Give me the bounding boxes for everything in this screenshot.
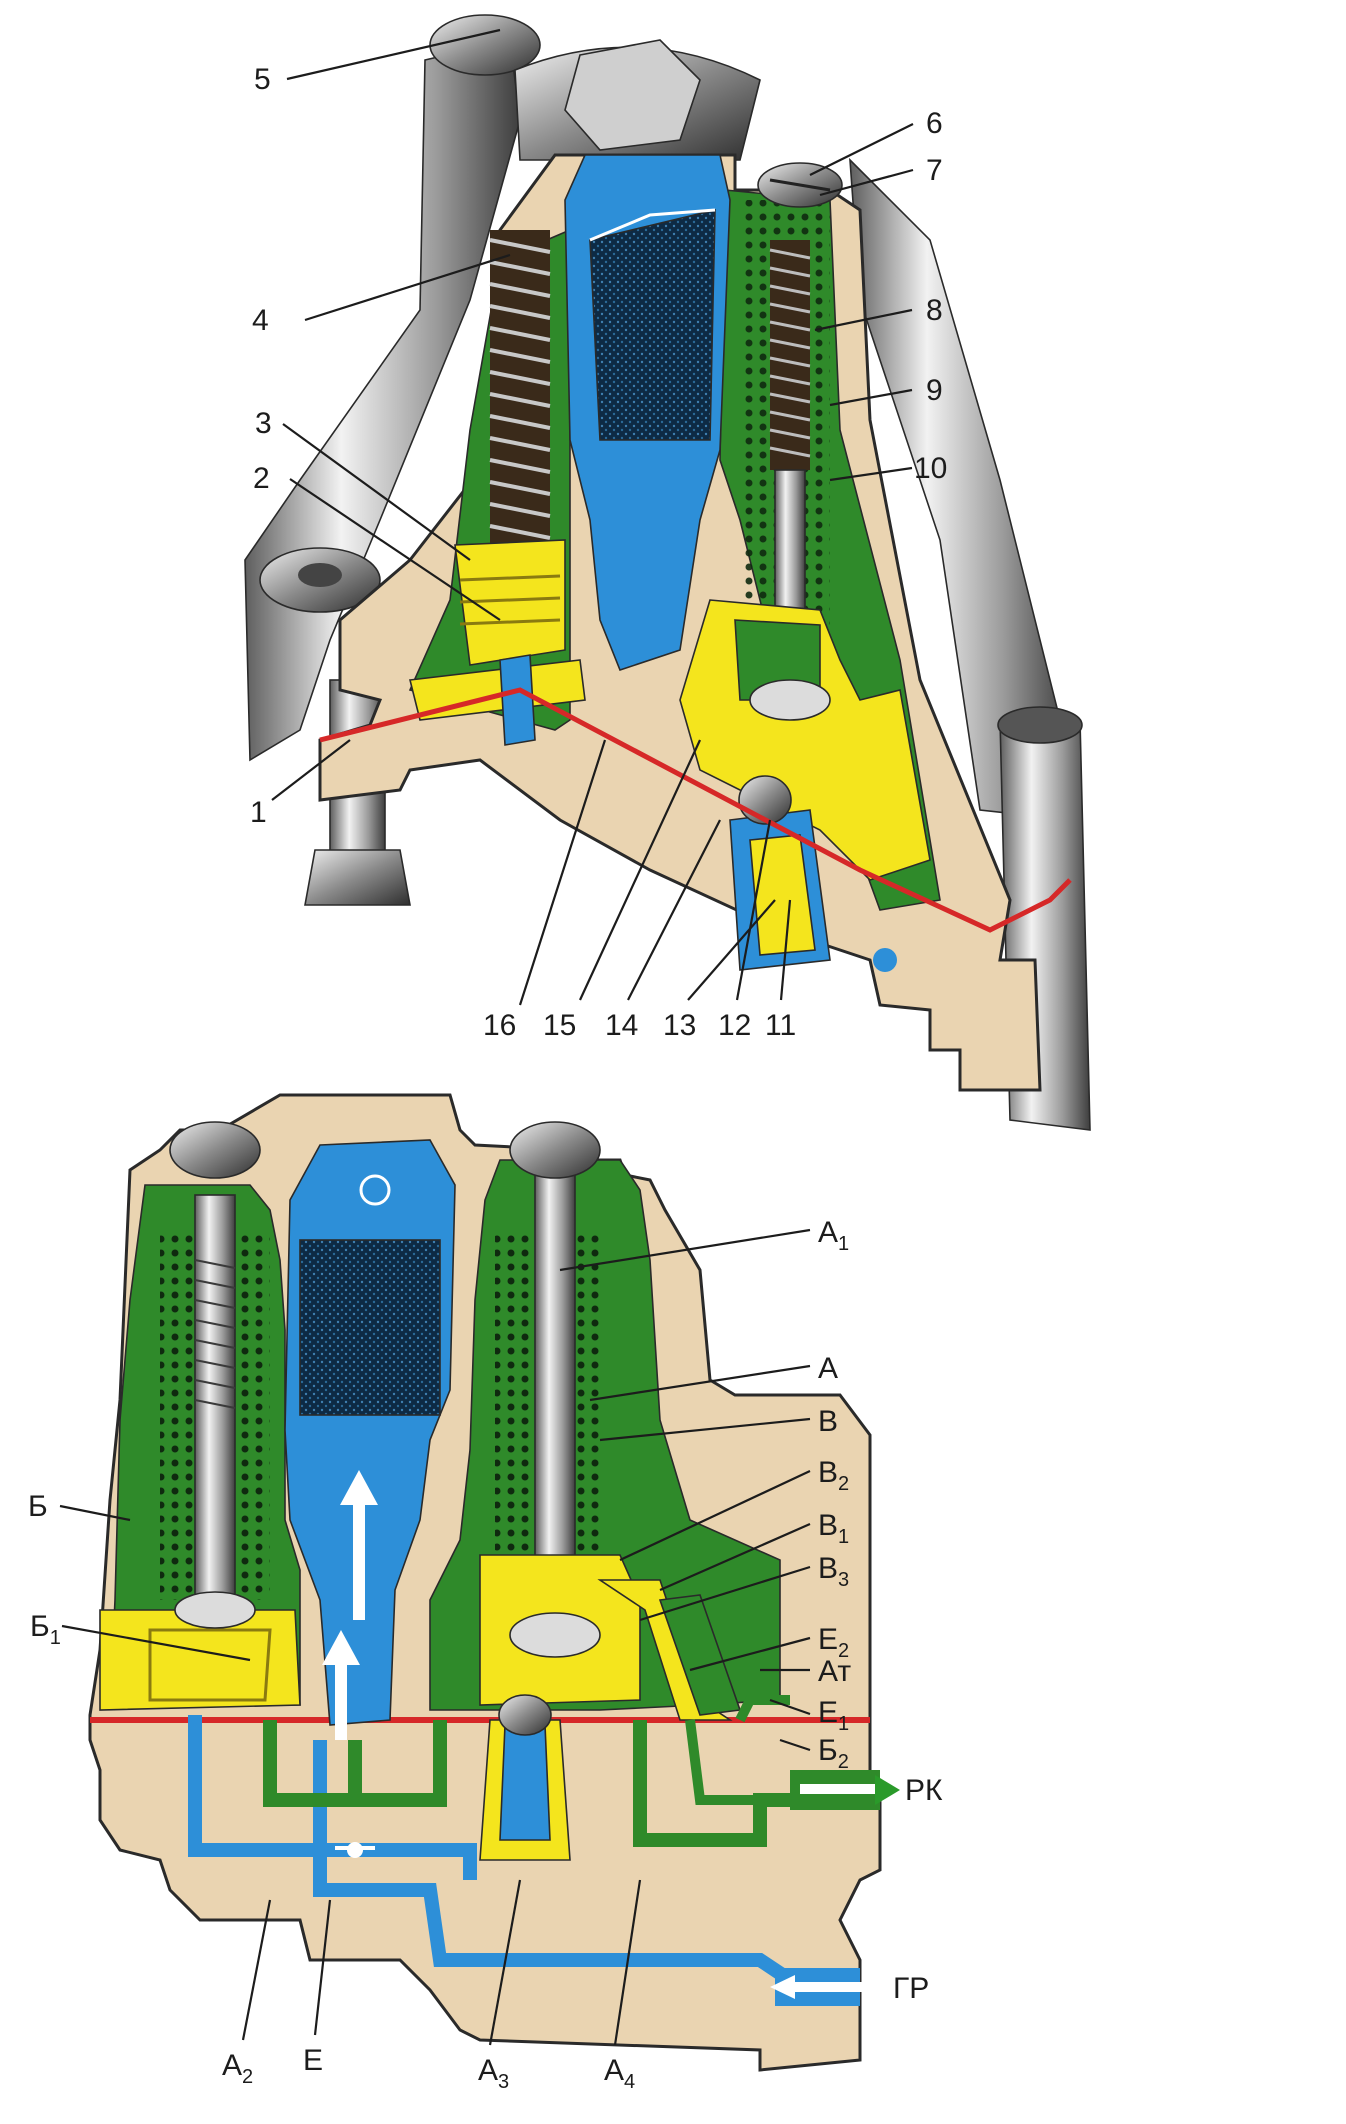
label-B: В xyxy=(818,1405,838,1438)
right-valve-stem xyxy=(534,1174,576,1606)
filter-element xyxy=(589,208,716,441)
callout-15: 15 xyxy=(543,1009,576,1042)
label-Bsoft2: Б2 xyxy=(818,1734,849,1773)
label-B3: В3 xyxy=(818,1552,849,1591)
bottom-channel-labels: А1 А В В2 В1 В3 Е2 Ат Е1 Б2 Б Б1 А2 Е А3… xyxy=(28,1216,943,2093)
callout-12: 12 xyxy=(718,1009,751,1042)
callout-14: 14 xyxy=(605,1009,638,1042)
internal-channels xyxy=(188,1695,800,1986)
label-A3: А3 xyxy=(478,2054,509,2093)
mounting-nut xyxy=(304,849,411,906)
callout-2: 2 xyxy=(253,462,270,495)
label-A4: А4 xyxy=(604,2054,635,2093)
callout-4: 4 xyxy=(252,304,269,337)
right-adjust-screw xyxy=(509,1121,601,1179)
label-E2: Е2 xyxy=(818,1623,849,1662)
spring-8 xyxy=(769,240,811,470)
label-A1: А1 xyxy=(818,1216,849,1255)
label-E: Е xyxy=(303,2044,323,2077)
callout-7: 7 xyxy=(926,154,943,187)
label-E1: Е1 xyxy=(818,1696,849,1735)
label-A2: А2 xyxy=(222,2049,253,2088)
flow-arrows-filter xyxy=(322,1470,378,1740)
label-B1: В1 xyxy=(818,1509,849,1548)
callout-10: 10 xyxy=(914,452,947,485)
callout-9: 9 xyxy=(926,374,943,407)
callout-5: 5 xyxy=(254,63,271,96)
label-A: А xyxy=(818,1352,838,1385)
label-Bsoft: Б xyxy=(28,1490,48,1523)
port-label-inlet: ГР xyxy=(893,1972,929,2005)
bottom-leader-lines xyxy=(59,1228,811,2046)
bottom-schematic-view: O xyxy=(28,1093,943,2093)
callout-3: 3 xyxy=(255,407,272,440)
ball-12 xyxy=(738,775,792,825)
filter-air-bubble xyxy=(359,1174,391,1206)
callout-6: 6 xyxy=(926,107,943,140)
top-callout-labels: 5 6 7 4 8 9 10 3 2 1 16 15 14 13 12 11 xyxy=(250,63,947,1042)
valve-head xyxy=(749,679,831,721)
top-red-gasket xyxy=(319,687,1072,933)
callout-13: 13 xyxy=(663,1009,696,1042)
label-Bsoft1: Б1 xyxy=(30,1610,61,1649)
callout-1: 1 xyxy=(250,796,267,829)
left-adjust-screw xyxy=(169,1121,261,1179)
callout-8: 8 xyxy=(926,294,943,327)
spring-4 xyxy=(489,230,551,560)
port-label-outlet: РК xyxy=(905,1774,943,1807)
top-leader-lines xyxy=(271,28,914,1006)
inlet-arrow xyxy=(770,1968,870,2006)
label-B2: В2 xyxy=(818,1456,849,1495)
callout-11: 11 xyxy=(765,1009,796,1042)
label-At: Ат xyxy=(818,1655,851,1688)
filter-element-bottom xyxy=(299,1239,441,1416)
callout-16: 16 xyxy=(483,1009,516,1042)
top-cutaway-view: 5 6 7 4 8 9 10 3 2 1 16 15 14 13 12 11 xyxy=(244,14,1091,1131)
outlet-arrow xyxy=(790,1770,900,1810)
